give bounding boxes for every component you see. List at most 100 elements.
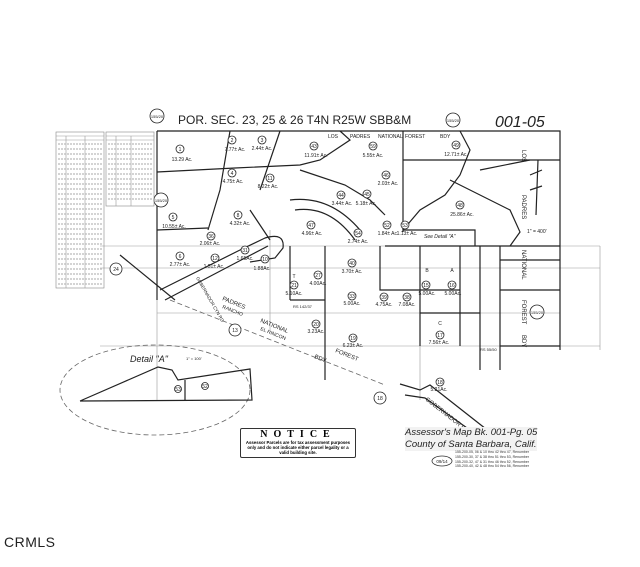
- map-label: 19: [350, 336, 356, 342]
- parcel-54: 542.74± Ac.: [348, 228, 368, 245]
- map-label: NATIONAL: [520, 250, 526, 280]
- parcel-31: 311.65Ac.: [237, 245, 254, 262]
- parcel-46: 462.03± Ac.: [378, 170, 398, 187]
- map-label: 40: [349, 261, 355, 267]
- rs-ref: RS 142/37: [293, 304, 313, 309]
- parcel-number-circle: [210, 253, 220, 263]
- parcel-boundaries: [119, 130, 561, 449]
- map-label: 4.00Ac.: [310, 281, 327, 287]
- parcel-letter-a: A: [450, 268, 454, 274]
- road-labels: LOS PADRES NATIONAL FOREST BDY LOS PADRE…: [195, 134, 526, 452]
- parcel-number-circle: [347, 258, 357, 268]
- map-label: 1: [179, 147, 182, 153]
- parcel-number-circle: [201, 382, 209, 390]
- parcel-number-circle: [373, 391, 387, 405]
- map-label: 5.10Ac.: [286, 291, 303, 297]
- map-label: 11.91± Ac.: [304, 153, 327, 159]
- parcel-number-circle: [447, 280, 457, 290]
- parcel-number-circle: [400, 220, 410, 230]
- map-label: 18: [437, 380, 443, 386]
- map-label: 44: [338, 193, 344, 199]
- map-label: 6.23± Ac.: [343, 343, 364, 349]
- assessor-map-reference: Assessor's Map Bk. 001-Pg. 05 County of …: [405, 427, 538, 451]
- parcel-number-circle: [529, 304, 545, 320]
- map-label: 18: [377, 396, 383, 402]
- map-label: 5.00Ac.: [445, 291, 462, 297]
- map-label: 2: [231, 138, 234, 144]
- map-label: 46: [383, 173, 389, 179]
- map-label: 6: [179, 254, 182, 260]
- map-label: 12: [212, 256, 218, 262]
- county-label: County of Santa Barbara, Calif.: [405, 439, 537, 450]
- parcel-2: 2 7.77± Ac.: [225, 135, 246, 153]
- notice-heading: NOTICE: [260, 429, 336, 440]
- map-label: 11: [267, 176, 272, 182]
- parcel-number-circle: [228, 323, 242, 337]
- map-label: 5.55± Ac.: [363, 153, 384, 159]
- parcel-43: 43 11.91± Ac.: [304, 141, 328, 159]
- parcel-number-circle: [435, 377, 445, 387]
- parcel-20: 203.23Ac.: [308, 319, 324, 335]
- map-book-page: Assessor's Map Bk. 001-Pg. 05: [405, 427, 538, 438]
- parcel-letter-t: T: [292, 274, 295, 280]
- book-ref-circle-2: [445, 112, 461, 128]
- map-label: NATIONAL: [378, 134, 403, 140]
- parcel-number-circle: [109, 262, 123, 276]
- parcel-12: 121.51± Ac.: [204, 253, 224, 270]
- parcel-number-circle: [311, 319, 321, 329]
- watermark: CRMLS: [4, 534, 56, 550]
- revision-note: 155-200-05, 06 & 10 thru 42 thru 47, Ren…: [455, 450, 529, 454]
- parcel-4: 4 4.75± Ac.: [223, 168, 244, 185]
- parcel-number-circle: [174, 385, 182, 393]
- map-label: 54: [355, 231, 361, 237]
- parcel-number-circle: [348, 333, 358, 343]
- map-label: 52: [202, 384, 208, 390]
- book-ref-circle: [149, 108, 165, 124]
- parcel-53: 531.13± Ac.: [397, 220, 417, 237]
- parcel-59: 595.55± Ac.: [363, 141, 384, 159]
- map-label: LOS: [520, 150, 526, 162]
- map-label: BDY: [440, 134, 451, 140]
- map-label: 5.00Ac.: [419, 291, 436, 297]
- map-label: 33: [349, 294, 355, 300]
- book-ref-label: 155/20: [151, 114, 164, 119]
- rs-ref-2: RS 55/50: [480, 347, 497, 352]
- map-label: PADRES: [350, 134, 371, 140]
- parcel-number-circle: [421, 280, 431, 290]
- parcel-44: 443.44± Ac.: [332, 190, 352, 207]
- map-label: 8: [237, 213, 240, 219]
- map-label: 27: [315, 273, 321, 279]
- detail-a: Detail "A" 1" = 100' 53 52: [59, 344, 253, 436]
- map-label: 21: [291, 283, 297, 289]
- north-arrow-icon: [529, 159, 543, 216]
- map-number: 001-05: [495, 114, 545, 131]
- map-label: 49: [453, 143, 459, 149]
- parcel-number-circle: [260, 254, 270, 264]
- parcel-33: 335.00Ac.: [344, 291, 360, 307]
- map-label: 4.75± Ac.: [223, 179, 244, 185]
- parcel-number-circle: [240, 245, 250, 255]
- parcel-number-circle: [336, 190, 346, 200]
- map-label: 7.77± Ac.: [225, 147, 246, 153]
- parcel-18: 185.21Ac.: [431, 377, 447, 393]
- parcel-number-circle: [402, 292, 412, 302]
- parcel-3: 32.44± Ac.: [252, 135, 272, 152]
- parcel-labels: 113.29 Ac. 27.77± Ac. 32.44± Ac. 44.75± …: [162, 135, 474, 393]
- notice-body: Assessor Parcels are for tax assessment …: [245, 440, 351, 455]
- parcel-number-circle: [175, 251, 185, 261]
- parcel-number-circle: [306, 220, 316, 230]
- parcel-45: 455.18± Ac.: [356, 189, 376, 207]
- map-label: 8.22± Ac.: [258, 184, 279, 190]
- parcel-47: 474.96± Ac.: [302, 220, 323, 237]
- map-label: 1.65Ac.: [237, 256, 254, 262]
- map-label: 4: [231, 171, 234, 177]
- parcel-number-circle: [381, 170, 391, 180]
- parcel-52: 521.84± Ac.: [378, 220, 398, 237]
- map-label: 36: [208, 234, 214, 240]
- parcel-number-circle: [227, 135, 237, 145]
- map-label: 4.96± Ac.: [302, 231, 323, 237]
- map-label: PADRES: [520, 195, 526, 219]
- parcel-number-circle: [289, 280, 299, 290]
- map-label: 43: [311, 144, 317, 150]
